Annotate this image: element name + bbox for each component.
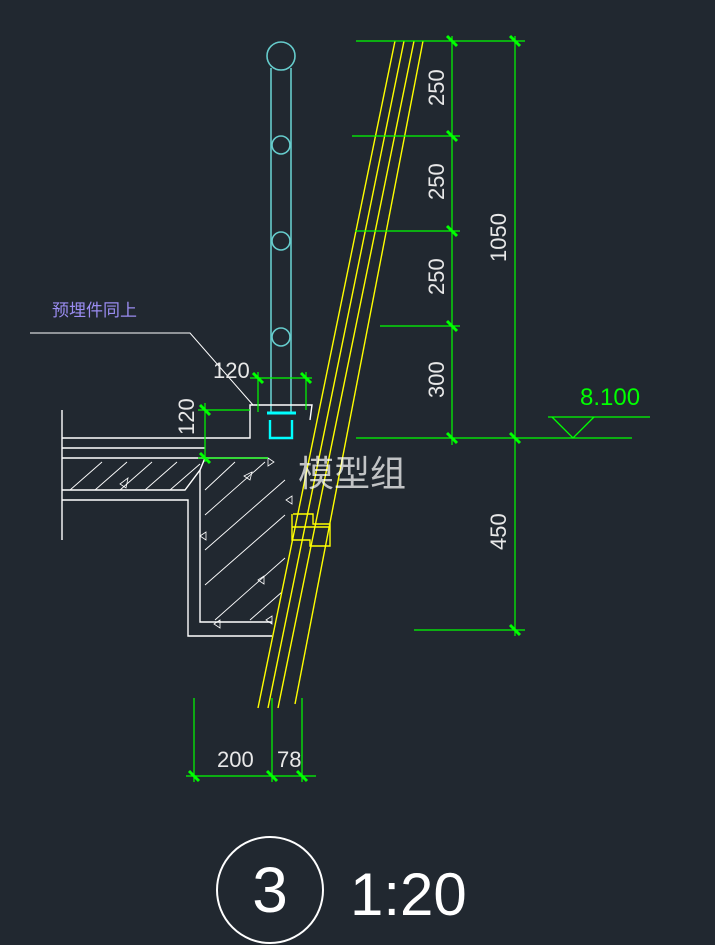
glass-panel — [257, 40, 424, 709]
below-level-label: 450 — [486, 513, 511, 550]
elevation-value: 8.100 — [580, 384, 640, 411]
concrete-hatch — [69, 461, 286, 621]
scale-label: 1:20 — [350, 861, 467, 928]
railing-width-label: 120 — [213, 358, 250, 383]
elevation-marker — [548, 416, 650, 439]
rail-spacing-1: 250 — [424, 69, 449, 106]
embedded-part — [267, 411, 296, 440]
dimension-lines — [186, 36, 632, 782]
baluster-hole-2 — [271, 231, 291, 251]
aggregate-marks — [119, 457, 293, 629]
detail-number: 3 — [252, 854, 288, 926]
total-height-label: 1050 — [486, 213, 511, 262]
embedded-part-note: 预埋件同上 — [52, 301, 137, 321]
concrete-slab — [61, 404, 313, 637]
note-leader — [30, 332, 254, 406]
watermark: 模型组 — [298, 454, 406, 495]
rail-spacing-3: 250 — [424, 258, 449, 295]
baluster-hole-1 — [271, 135, 291, 155]
rail-spacing-2: 250 — [424, 163, 449, 200]
curb-height-label: 120 — [174, 398, 199, 435]
railing-post — [266, 41, 296, 412]
bottom-right-dim: 78 — [277, 747, 301, 772]
handrail-circle — [266, 41, 296, 71]
baluster-hole-3 — [271, 327, 291, 347]
dimension-ticks — [187, 34, 522, 783]
bottom-left-dim: 200 — [217, 747, 254, 772]
rail-spacing-4: 300 — [424, 361, 449, 398]
detail-marker: 3 — [216, 836, 324, 944]
